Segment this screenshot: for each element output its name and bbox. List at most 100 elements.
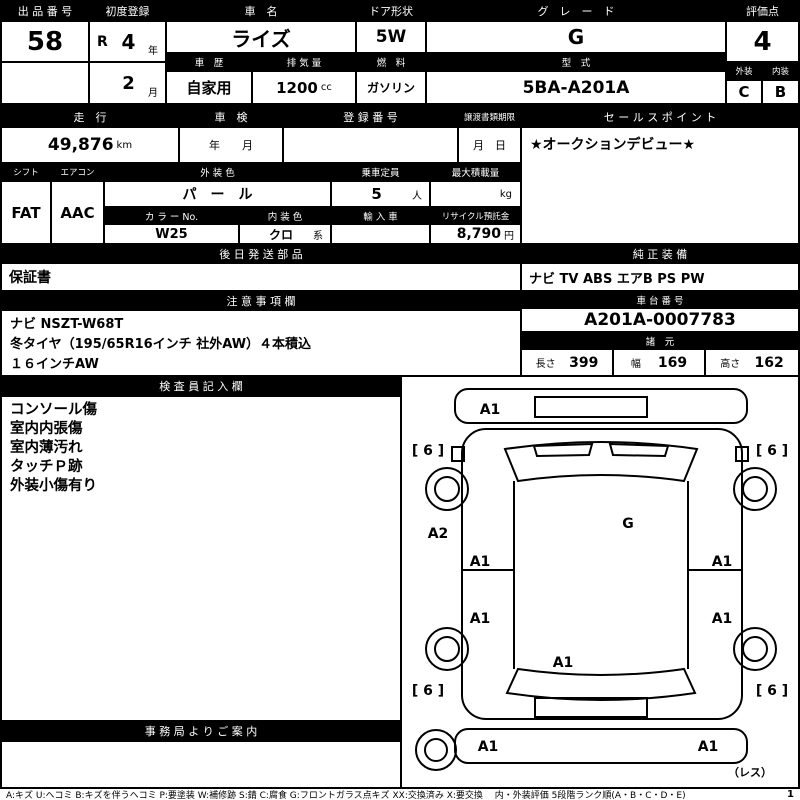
legend-bar: A:キズ U:ヘコミ B:キズを伴うヘコミ P:要塗装 W:補修跡 S:錆 C:… bbox=[0, 789, 800, 800]
legend-text: A:キズ U:ヘコミ B:キズを伴うヘコミ P:要塗装 W:補修跡 S:錆 C:… bbox=[6, 791, 686, 800]
capacity-value: 5 bbox=[371, 185, 382, 203]
import-value bbox=[332, 225, 429, 243]
max-load-unit: kg bbox=[499, 188, 512, 200]
first-reg-year: 4 bbox=[121, 29, 136, 54]
front-left-wheel bbox=[425, 467, 469, 511]
width-label: 幅 bbox=[630, 359, 641, 370]
damage-marker: G bbox=[622, 516, 634, 532]
spare-tire bbox=[415, 729, 457, 771]
chassis-label: 車 台 番 号 bbox=[522, 292, 798, 307]
mileage-label: 走 行 bbox=[2, 108, 178, 126]
reg-no-label: 登 録 番 号 bbox=[284, 108, 457, 126]
text-line: タッチＰ跡 bbox=[10, 459, 83, 475]
dimension-height: 高さ 162 bbox=[706, 350, 798, 375]
lot-empty-cell bbox=[2, 63, 88, 103]
capacity-spacer bbox=[339, 185, 344, 204]
fuel-value: ガソリン bbox=[357, 72, 425, 103]
windshield bbox=[503, 441, 699, 483]
rear-left-wheel bbox=[425, 627, 469, 671]
visor-left bbox=[532, 442, 594, 458]
front-right-rim bbox=[742, 476, 768, 502]
aircon-value: AAC bbox=[52, 182, 103, 243]
capacity-cell: 5 人 bbox=[332, 182, 429, 206]
recycle-label: リサイクル預託金 bbox=[431, 208, 520, 223]
color-no-label: カ ラ ー No. bbox=[105, 208, 238, 223]
damage-marker: A1 bbox=[553, 655, 574, 671]
damage-marker: [ 6 ] bbox=[756, 443, 788, 459]
damage-marker: A1 bbox=[470, 611, 491, 627]
grade-label: グ レ ー ド bbox=[427, 2, 725, 20]
equipment-value: ナビ TV ABS エアB PS PW bbox=[522, 264, 798, 290]
car-name-value: ライズ bbox=[167, 22, 355, 52]
capacity-unit: 人 bbox=[412, 190, 422, 202]
text-line: 室内内張傷 bbox=[10, 421, 83, 437]
damage-marker: A1 bbox=[698, 739, 719, 755]
displacement-label: 排 気 量 bbox=[253, 54, 355, 70]
first-reg-year-cell: R 4 年 bbox=[90, 22, 165, 61]
chassis-value: A201A-0007783 bbox=[522, 309, 798, 331]
era-letter: R bbox=[97, 33, 108, 50]
recycle-value: 8,790 bbox=[456, 226, 501, 242]
inspector-label: 検 査 員 記 入 欄 bbox=[2, 377, 400, 395]
front-left-rim bbox=[434, 476, 460, 502]
max-load-label: 最大積載量 bbox=[431, 164, 520, 180]
exterior-label: 外装 bbox=[727, 63, 761, 79]
year-unit: 年 bbox=[147, 46, 158, 57]
damage-marker: A1 bbox=[470, 554, 491, 570]
max-load-cell: kg bbox=[431, 182, 520, 206]
inspector-notes: コンソール傷室内内張傷室内薄汚れタッチＰ跡外装小傷有り bbox=[2, 397, 400, 720]
text-line: ナビ NSZT-W68T bbox=[10, 317, 124, 332]
front-plate bbox=[534, 396, 648, 418]
transfer-deadline-label: 譲渡書類期限 bbox=[459, 108, 520, 126]
damage-marker: [ 6 ] bbox=[412, 683, 444, 699]
damage-marker: A1 bbox=[712, 611, 733, 627]
left-mirror bbox=[451, 446, 465, 462]
office-label: 事 務 局 よ り ご 案 内 bbox=[2, 722, 400, 740]
height-label: 高さ bbox=[720, 359, 741, 370]
spare-tire-rim bbox=[424, 738, 448, 762]
dimension-length: 長さ 399 bbox=[522, 350, 612, 375]
later-parts-value: 保証書 bbox=[2, 264, 520, 290]
dimension-width: 幅 169 bbox=[614, 350, 704, 375]
later-parts-label: 後 日 発 送 部 品 bbox=[2, 245, 520, 262]
month-unit: 月 bbox=[148, 88, 158, 99]
score-label: 評価点 bbox=[727, 2, 798, 20]
text-line: 室内薄汚れ bbox=[10, 440, 83, 456]
damage-marker: A1 bbox=[478, 739, 499, 755]
first-reg-month: 2 bbox=[122, 72, 135, 94]
front-bumper-outline bbox=[454, 388, 748, 424]
text-line: コンソール傷 bbox=[10, 402, 97, 418]
damage-marker: [ 6 ] bbox=[412, 443, 444, 459]
inspection-value: 年 月 bbox=[180, 128, 282, 162]
damage-marker: A2 bbox=[428, 526, 449, 542]
front-right-wheel bbox=[733, 467, 777, 511]
score-value: 4 bbox=[727, 22, 798, 61]
sales-point-label: セ ー ル ス ポ イ ン ト bbox=[522, 108, 798, 126]
first-registration-label: 初度登録 bbox=[90, 2, 165, 20]
first-reg-month-cell: 2 月 bbox=[90, 63, 165, 103]
text-line: 冬タイヤ（195/65R16インチ 社外AW）４本積込 bbox=[10, 337, 312, 352]
int-color-spacer bbox=[247, 225, 252, 243]
fuel-label: 燃 料 bbox=[357, 54, 425, 70]
notice-label: 注 意 事 項 欄 bbox=[2, 292, 520, 309]
interior-score: B bbox=[763, 81, 798, 103]
rear-right-rim bbox=[742, 636, 768, 662]
rear-right-wheel bbox=[733, 627, 777, 671]
int-color-label: 内 装 色 bbox=[240, 208, 330, 223]
door-shape-value: 5W bbox=[357, 22, 425, 52]
damage-marker: A1 bbox=[480, 402, 501, 418]
damage-marker: （レス） bbox=[728, 766, 772, 779]
capacity-label: 乗車定員 bbox=[332, 164, 429, 180]
int-color-unit: 系 bbox=[312, 230, 323, 242]
int-color-cell: クロ 系 bbox=[240, 225, 330, 243]
aircon-label: エアコン bbox=[52, 164, 103, 180]
int-color-value: クロ bbox=[269, 227, 294, 242]
ext-color-value: パ ー ル bbox=[105, 182, 330, 206]
recycle-cell: 8,790 円 bbox=[431, 225, 520, 243]
lot-number-label: 出 品 番 号 bbox=[2, 2, 88, 20]
inspection-label: 車 検 bbox=[180, 108, 282, 126]
history-label: 車 歴 bbox=[167, 54, 251, 70]
